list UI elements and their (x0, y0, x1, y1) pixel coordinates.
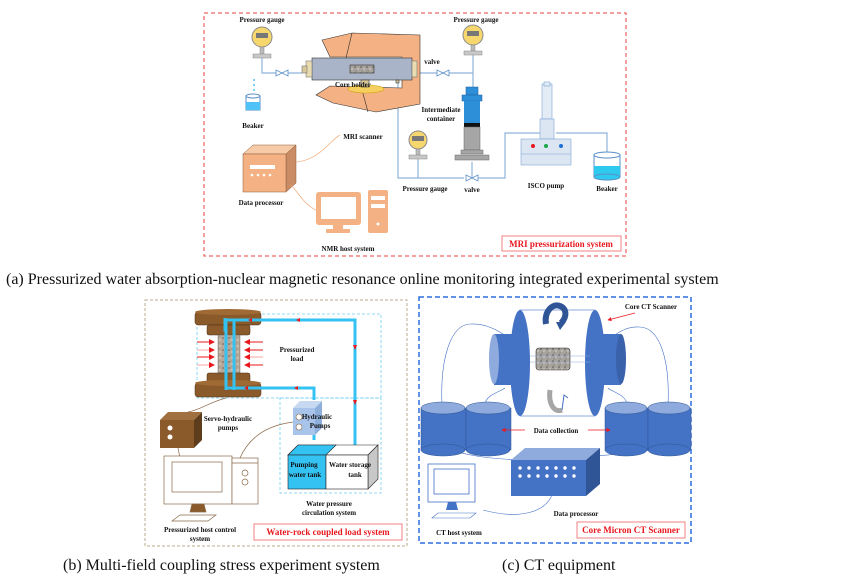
label-storage-tank-2: tank (348, 471, 362, 479)
pressure-gauge-bottom-icon (408, 130, 428, 160)
label-ct-data-processor: Data processor (554, 510, 599, 518)
panel-c: Core CT Scanner Data collection (418, 296, 692, 544)
panel-b: Pressurized load Servo-hydrauli (144, 299, 408, 547)
panel-a-system-label: MRI pressurization system (509, 239, 613, 249)
label-beaker-right: Beaker (596, 185, 617, 193)
label-valve-top: valve (424, 58, 440, 66)
label-mri-scanner: MRI scanner (343, 133, 382, 141)
panel-a-border (203, 12, 627, 257)
label-circulation-1: Water pressure (306, 500, 352, 508)
pressure-gauge-right-icon (462, 24, 484, 56)
processor-leds (518, 466, 576, 478)
label-pressure-gauge-left: Pressure gauge (239, 16, 284, 24)
label-pumping-tank-1: Pumping (290, 461, 318, 469)
beaker-right-icon (593, 151, 621, 181)
data-processor-icon (242, 144, 297, 193)
label-valve-bottom: valve (464, 186, 480, 194)
isco-pump-icon (520, 81, 572, 166)
label-pressurized-load-2: load (291, 355, 304, 363)
caption-c: (c) CT equipment (502, 557, 616, 574)
caption-a: (a) Pressurized water absorption-nuclear… (6, 271, 719, 288)
label-pressure-gauge-right: Pressure gauge (453, 16, 498, 24)
beaker-left-icon (245, 93, 261, 111)
intermediate-container-icon (454, 86, 490, 161)
water-tanks-icon (287, 444, 379, 490)
panel-c-system-box (576, 521, 686, 539)
label-host-control-2: system (190, 535, 210, 543)
pressure-arrows (197, 339, 263, 368)
label-hydraulic-1: Hydraulic (302, 413, 332, 421)
panel-c-system-label: Core Micron CT Scanner (582, 525, 680, 535)
panel-a: Pressure gauge Beaker Cor (203, 12, 627, 257)
servo-hydraulic-pump-icon (160, 412, 202, 448)
pressure-gauge-left-icon (251, 26, 273, 59)
label-host-control-1: Pressurized host control (164, 526, 236, 534)
loading-frame-icon (194, 309, 262, 398)
panel-b-system-box (253, 523, 403, 541)
drips (253, 79, 255, 91)
label-beaker-left: Beaker (242, 122, 263, 130)
ct-scanner-icon (489, 309, 626, 417)
caption-b: (b) Multi-field coupling stress experime… (63, 557, 380, 574)
label-storage-tank-1: Water storage (329, 461, 371, 469)
label-data-collection: Data collection (534, 427, 579, 435)
label-servo-2: pumps (218, 424, 239, 432)
panel-b-border (144, 299, 408, 547)
panel-b-system-label: Water-rock coupled load system (266, 527, 390, 537)
label-intermediate-2: container (427, 115, 455, 123)
label-data-processor-a: Data processor (239, 199, 284, 207)
valve-icon (275, 69, 479, 182)
host-control-computer-icon (163, 455, 259, 522)
hydraulic-pump-icon (293, 401, 322, 435)
nmr-host-computer-icon (316, 190, 388, 233)
label-pressurized-load-1: Pressurized (280, 346, 315, 354)
rotation-arrow-top-icon (542, 302, 569, 326)
label-isco-pump: ISCO pump (528, 182, 564, 190)
panel-a-system-box (501, 235, 622, 252)
label-pumping-tank-2: water tank (289, 471, 321, 479)
label-hydraulic-2: Pumps (310, 422, 331, 430)
ct-host-computer-icon (427, 463, 477, 519)
label-pressure-gauge-bottom: Pressure gauge (402, 185, 447, 193)
label-servo-1: Servo-hydraulic (204, 415, 252, 423)
ct-data-processor-icon (511, 448, 600, 496)
rotation-arrow-bottom-icon (547, 389, 563, 414)
label-core-ct-scanner: Core CT Scanner (625, 303, 677, 311)
mri-scanner-icon (301, 32, 421, 113)
label-ct-host: CT host system (436, 529, 482, 537)
label-circulation-2: circulation system (302, 509, 356, 517)
label-intermediate-1: Intermediate (422, 106, 461, 114)
flow-arrows (244, 318, 357, 405)
label-nmr-host: NMR host system (322, 245, 375, 253)
label-core-holder: Core holder (335, 81, 371, 89)
